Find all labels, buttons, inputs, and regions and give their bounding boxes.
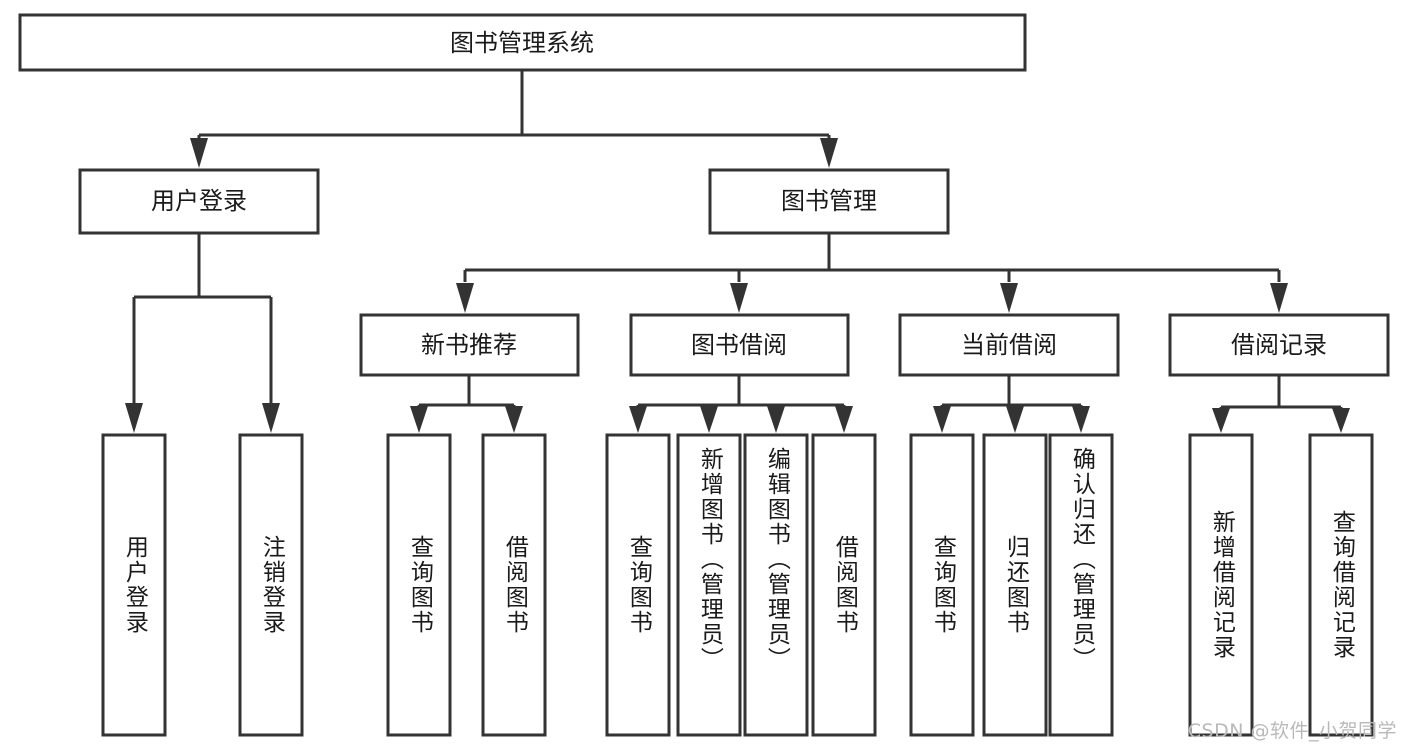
node-box-book-manage[interactable] (708, 168, 950, 235)
arrowhead-cb-leaf-1 (933, 406, 951, 433)
arrowhead-book-manage (820, 138, 838, 168)
arrowhead-newbook-leaf-2 (505, 406, 523, 433)
node-label-book-borrow: 图书借阅 (691, 331, 787, 359)
arrowhead-new-book-rec (456, 283, 474, 313)
node-box-leaf-user-login[interactable] (101, 433, 167, 737)
node-box-leaf-query-borrow-record[interactable] (1308, 433, 1374, 737)
nodes-layer: 图书管理系统 用户登录 图书管理 新书推荐 图书借阅 当前借阅 借阅记录 (18, 13, 1390, 737)
node-box-leaf-add-book-admin[interactable] (676, 433, 742, 737)
node-box-root[interactable] (18, 13, 1027, 72)
arrowhead-user-login (190, 138, 208, 168)
arrowhead-bb-leaf-1 (629, 406, 647, 433)
arrowhead-bb-leaf-2 (700, 406, 718, 433)
connectors-layer (125, 70, 1350, 433)
arrowhead-cb-leaf-3 (1072, 406, 1090, 433)
node-label-book-manage: 图书管理 (781, 187, 877, 215)
node-box-book-borrow[interactable] (629, 313, 850, 377)
watermark-text: CSDN @软件_小贺同学 (1187, 720, 1397, 742)
node-box-leaf-confirm-return-admin[interactable] (1048, 433, 1114, 737)
node-box-current-borrow[interactable] (898, 313, 1120, 377)
arrowhead-cb-leaf-2 (1006, 406, 1024, 433)
node-label-new-book-recommend: 新书推荐 (421, 331, 517, 359)
node-box-leaf-query-book-2[interactable] (605, 433, 671, 737)
arrowhead-current-borrow (1000, 283, 1018, 313)
arrowhead-leaf-logout (262, 403, 280, 433)
node-box-borrow-record[interactable] (1168, 313, 1390, 377)
node-box-leaf-edit-book-admin[interactable] (743, 433, 809, 737)
arrowhead-br-leaf-1 (1212, 408, 1230, 433)
node-box-leaf-query-book-3[interactable] (909, 433, 975, 737)
node-box-leaf-add-borrow-record[interactable] (1188, 433, 1254, 737)
arrowhead-leaf-user-login (125, 403, 143, 433)
node-label-current-borrow: 当前借阅 (961, 331, 1057, 359)
node-box-leaf-query-book-1[interactable] (386, 433, 452, 737)
arrowhead-bb-leaf-3 (767, 406, 785, 433)
arrowhead-newbook-leaf-1 (410, 406, 428, 433)
arrowhead-book-borrow (730, 283, 748, 313)
node-label-borrow-record: 借阅记录 (1231, 331, 1327, 359)
arrowhead-borrow-record (1270, 283, 1288, 313)
node-box-new-book-recommend[interactable] (359, 313, 580, 377)
node-box-leaf-return-book[interactable] (982, 433, 1048, 737)
arrowhead-bb-leaf-4 (835, 406, 853, 433)
node-box-leaf-borrow-book-1[interactable] (481, 433, 547, 737)
arrowhead-br-leaf-2 (1332, 408, 1350, 433)
node-box-leaf-logout[interactable] (238, 433, 304, 737)
node-label-user-login: 用户登录 (151, 187, 247, 215)
node-box-leaf-borrow-book-2[interactable] (811, 433, 877, 737)
node-label-root: 图书管理系统 (450, 29, 594, 57)
node-box-user-login[interactable] (78, 168, 320, 235)
